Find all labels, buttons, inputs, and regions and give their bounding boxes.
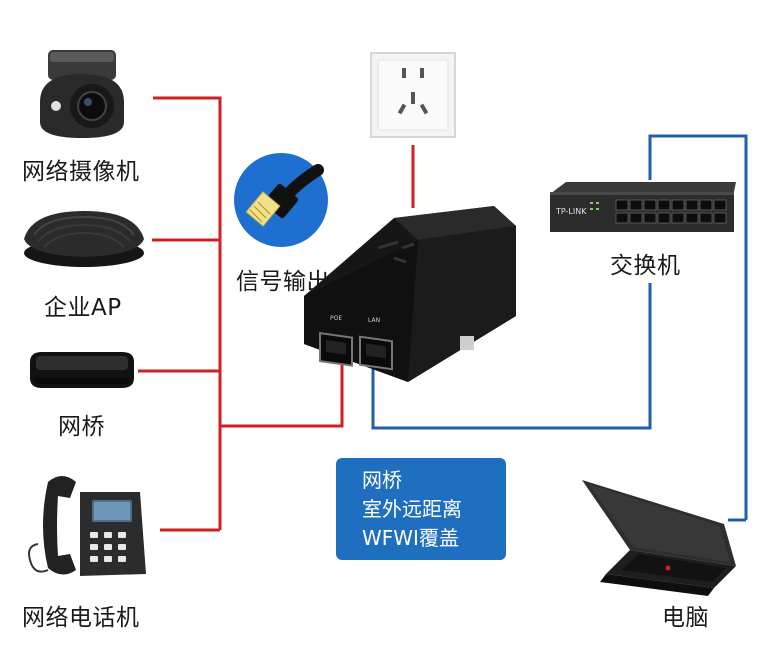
- bridge-label: 网桥: [58, 414, 105, 440]
- switch-brand: TP-LINK: [555, 207, 587, 216]
- ap-label: 企业AP: [44, 295, 122, 321]
- network-switch-icon: TP-LINK: [546, 180, 738, 236]
- laptop-icon: [576, 470, 746, 598]
- wireless-bridge-icon: [26, 348, 138, 392]
- info-box: 网桥 室外远距离 WFWI覆盖: [336, 458, 506, 560]
- lan-port: [359, 335, 393, 371]
- plug-prong: [460, 336, 474, 350]
- poe-injector-icon: POE LAN: [298, 196, 522, 392]
- wire-switch-up: [648, 134, 748, 520]
- info-line-2: 室外远距离: [362, 497, 462, 521]
- lan-port-label: LAN: [368, 317, 380, 324]
- wire-injector-lan: [371, 283, 652, 430]
- network-camera-icon: [30, 44, 134, 144]
- camera-label: 网络摄像机: [22, 159, 140, 185]
- info-line-3: WFWI覆盖: [362, 526, 459, 550]
- switch-label: 交换机: [610, 253, 681, 279]
- wire-camera: [153, 96, 222, 530]
- poe-port-label: POE: [330, 315, 342, 322]
- access-point-icon: [18, 205, 150, 271]
- ethernet-cable-icon: [232, 150, 330, 250]
- phone-label: 网络电话机: [22, 605, 140, 631]
- ip-phone-icon: [18, 468, 150, 580]
- poe-port: [319, 331, 353, 367]
- computer-label: 电脑: [662, 605, 709, 631]
- info-line-1: 网桥: [362, 468, 402, 492]
- poe-wires: [138, 96, 415, 532]
- lan-wires: [371, 134, 748, 522]
- power-outlet-icon: [370, 52, 456, 138]
- wire-injector-poe: [220, 362, 344, 428]
